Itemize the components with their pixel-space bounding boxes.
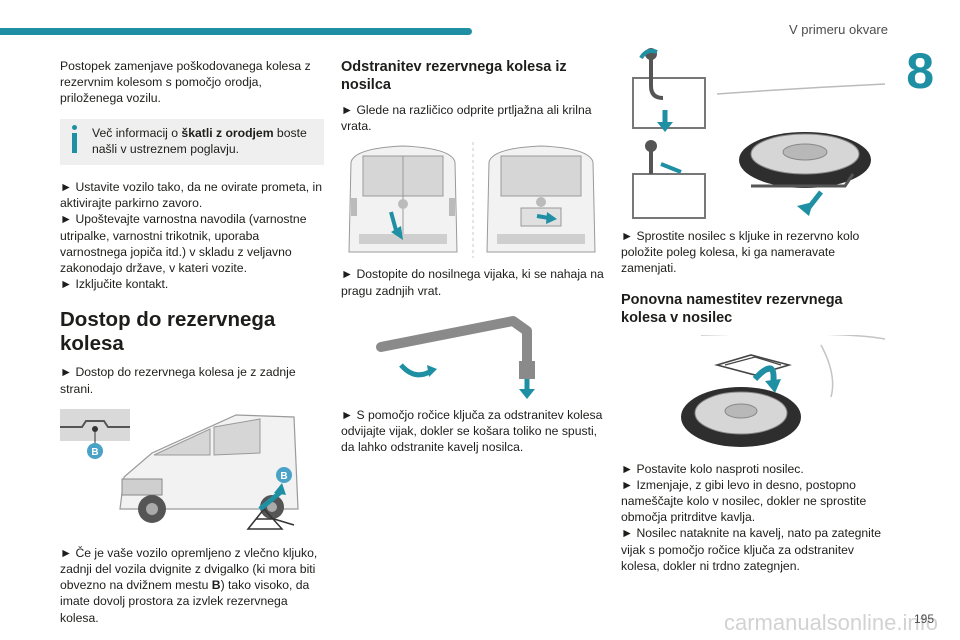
wrench-socket — [519, 360, 535, 379]
arrow-head-icon — [391, 226, 403, 241]
unscrew-text: ► S pomočjo ročice ključa za odstranitev… — [341, 407, 603, 455]
column-right: ► Sprostite nosilec s kljuke in rezervno… — [621, 44, 885, 574]
page-number: 195 — [913, 612, 934, 626]
blue-arrows-top — [639, 48, 673, 132]
column-middle: Odstranitev rezervnega kolesa iz nosilca… — [341, 58, 605, 455]
van-illustration — [119, 414, 299, 523]
rear-view-tailgate — [486, 145, 596, 253]
arrow-icon — [258, 488, 284, 511]
arrow-head-icon — [274, 482, 286, 495]
arrow-head-icon — [546, 212, 557, 225]
label-b-van: B — [276, 466, 292, 483]
chapter-number: 8 — [906, 43, 934, 99]
label-b-inset-text: B — [91, 447, 98, 458]
info-icon — [72, 124, 77, 153]
info-box: Več informacij o škatli z orodjem boste … — [60, 118, 324, 166]
vehicle-jack-illustration: B B — [60, 408, 299, 530]
spare-wheel-flat — [681, 386, 801, 447]
rear-view-swing-doors — [348, 145, 458, 253]
rotate-arrow-icon — [399, 363, 433, 378]
hook-detail-top — [632, 48, 706, 129]
jack-instruction: ► Če je vaše vozilo opremljeno z vlečno … — [60, 545, 324, 626]
jack-text-bold: B — [211, 578, 221, 593]
jack-text-end: ) tako visoko, da imate dovolj prostora … — [60, 578, 310, 625]
info-text-end: boste našli v ustreznem poglavju. — [92, 125, 307, 156]
carrier-cradle — [714, 353, 792, 376]
arrow-head-icon — [797, 202, 813, 216]
column-left: Postopek zamenjave poškodovanega kolesa … — [60, 58, 324, 626]
jack-illustration — [246, 507, 295, 530]
jack-text-start: ► Če je vaše vozilo opremljeno z vlečno … — [60, 545, 318, 593]
wrench-illustration — [376, 315, 535, 399]
hook-release-illustration — [632, 48, 885, 219]
access-bolt-text: ► Dostopite do nosilnega vijaka, ki se n… — [341, 267, 604, 298]
arrow-head-icon — [519, 388, 535, 399]
label-b-inset: B — [87, 442, 103, 459]
vehicle-outline — [701, 334, 885, 340]
open-doors-text: ► Glede na različico odprite prtljažna a… — [341, 103, 592, 134]
header-accent-bar — [0, 28, 472, 35]
intro-text: Postopek zamenjave poškodovanega kolesa … — [60, 59, 311, 106]
heading-refit-spare: Ponovna namestitev rezervnega kolesa v n… — [621, 291, 843, 326]
release-hook-text: ► Sprostite nosilec s kljuke in rezervno… — [621, 229, 860, 276]
lift-point-inset — [60, 408, 130, 445]
heading-remove-spare: Odstranitev rezervnega kolesa iz nosilca — [341, 59, 567, 93]
safety-steps: ► Ustavite vozilo tako, da ne ovirate pr… — [60, 180, 323, 292]
info-text-bold: škatli z orodjem — [181, 125, 274, 140]
rear-doors-illustration — [348, 142, 596, 259]
hook-detail-bottom — [632, 140, 706, 219]
arrow-head-icon — [427, 364, 437, 377]
heading-access-spare: Dostop do rezervnega kolesa — [60, 308, 276, 356]
vehicle-outline-arch — [820, 344, 834, 397]
watermark: carmanualsonline.info — [723, 610, 938, 635]
arrow-head-icon — [765, 378, 781, 393]
arrow-icon — [660, 162, 682, 174]
section-title: V primeru okvare — [789, 22, 888, 37]
spare-wheel-illustration — [716, 83, 885, 188]
access-text: ► Dostop do rezervnega kolesa je z zadnj… — [60, 365, 296, 396]
info-text-start: Več informacij o — [92, 125, 182, 140]
wrench-handle — [376, 315, 532, 368]
label-b-van-text: B — [280, 471, 287, 482]
refit-steps: ► Postavite kolo nasproti nosilec. ► Izm… — [621, 461, 882, 573]
refit-wheel-illustration — [681, 334, 885, 447]
